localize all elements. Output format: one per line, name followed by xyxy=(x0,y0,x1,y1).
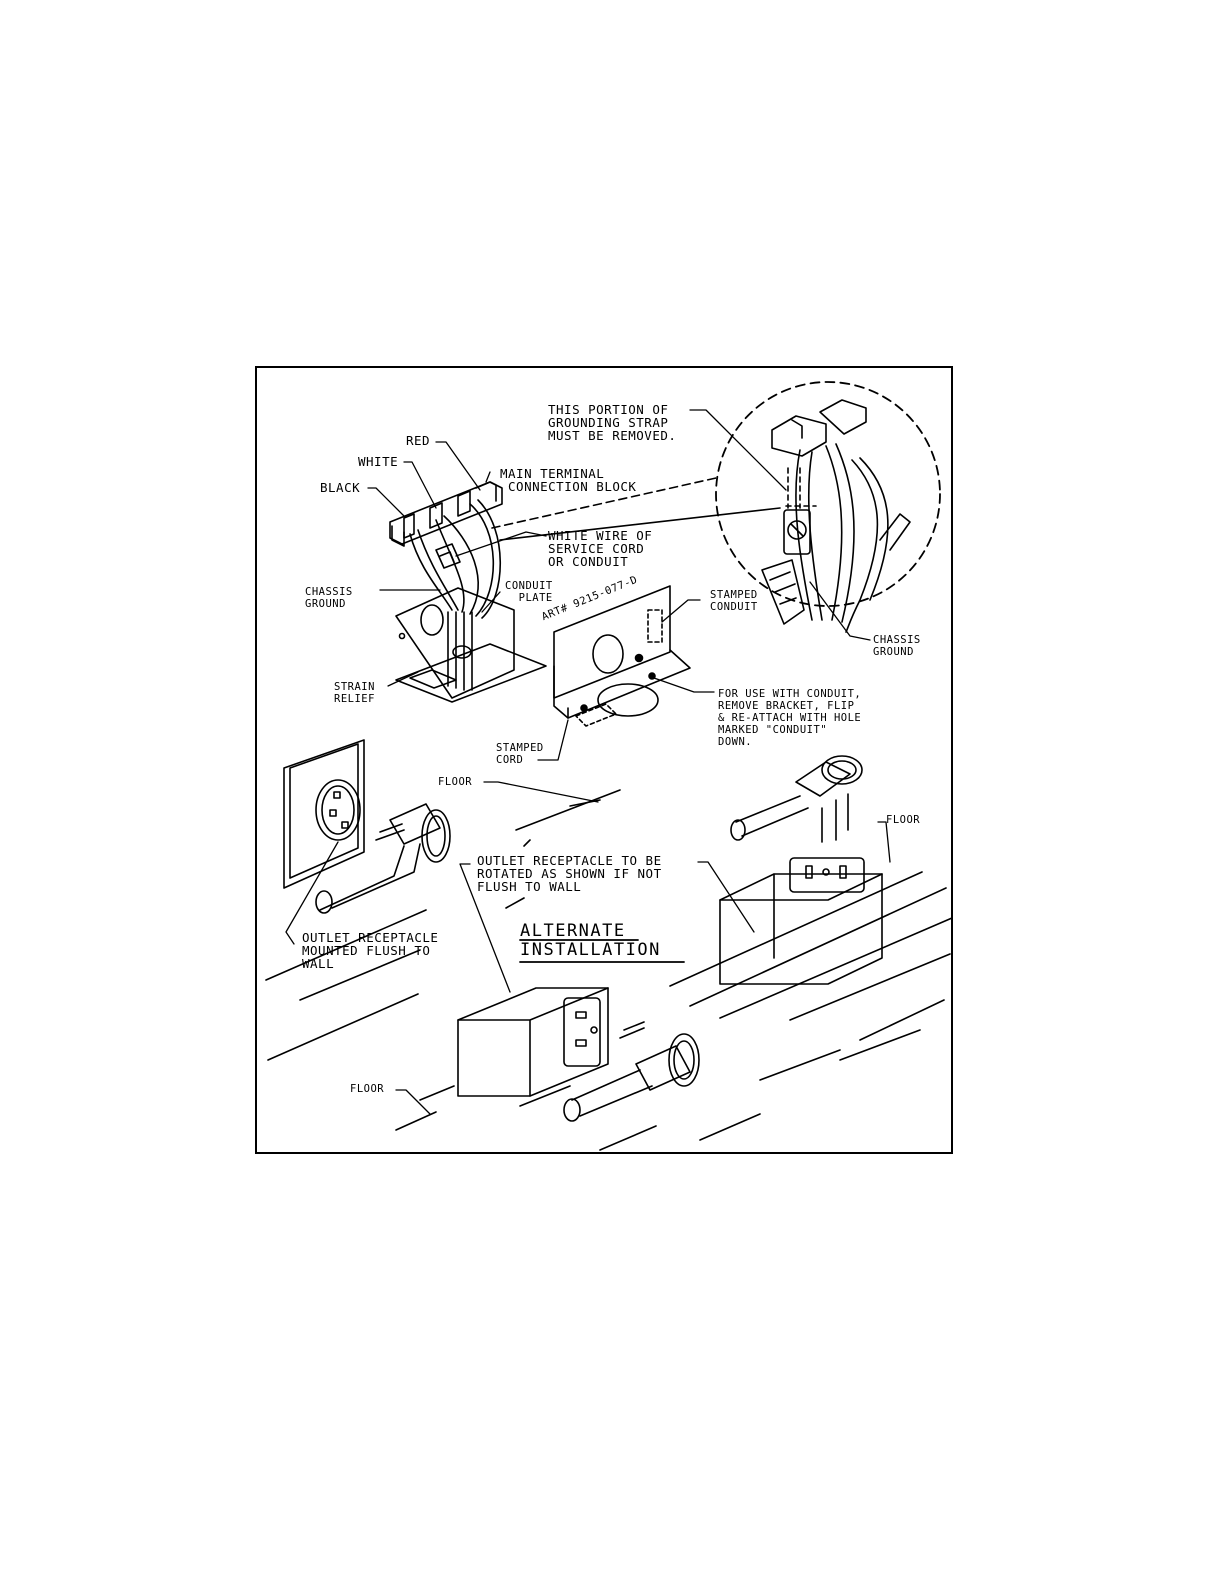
label-chassis-ground-right: CHASSIS GROUND xyxy=(873,634,921,658)
diagram-frame xyxy=(255,366,953,1154)
label-conduit-plate: CONDUIT PLATE xyxy=(505,580,553,604)
label-chassis-ground-left: CHASSIS GROUND xyxy=(305,586,353,610)
label-white: WHITE xyxy=(358,454,399,469)
terminal-block-assembly xyxy=(389,481,547,703)
label-floor-top: FLOOR xyxy=(438,776,473,788)
label-main-terminal: MAIN TERMINAL CONNECTION BLOCK xyxy=(500,466,637,494)
label-stamped-conduit: STAMPED CONDUIT xyxy=(710,589,758,613)
label-floor-right: FLOOR xyxy=(886,814,921,826)
conduit-bracket xyxy=(553,585,691,727)
label-black: BLACK xyxy=(320,480,361,495)
wall-outlet-flush xyxy=(283,739,451,914)
label-strain-relief: STRAIN RELIEF xyxy=(334,681,375,705)
label-grounding-strap: THIS PORTION OF GROUNDING STRAP MUST BE … xyxy=(548,402,677,443)
label-white-wire: WHITE WIRE OF SERVICE CORD OR CONDUIT xyxy=(548,528,653,569)
floor-box-receptacle-right xyxy=(669,755,953,1041)
label-floor-bottom: FLOOR xyxy=(350,1083,385,1095)
label-conduit-note: FOR USE WITH CONDUIT, REMOVE BRACKET, FL… xyxy=(718,688,862,748)
label-stamped-cord: STAMPED CORD xyxy=(496,742,544,766)
label-outlet-flush: OUTLET RECEPTACLE MOUNTED FLUSH TO WALL xyxy=(302,930,439,971)
floor-lines-left xyxy=(265,909,427,1061)
label-red: RED xyxy=(406,433,431,448)
magnified-detail-circle xyxy=(715,381,941,633)
floor-box-receptacle-bottom xyxy=(395,987,921,1151)
label-outlet-rotated: OUTLET RECEPTACLE TO BE ROTATED AS SHOWN… xyxy=(477,853,662,894)
label-alternate-installation: ALTERNATE INSTALLATION xyxy=(520,921,661,960)
leader-lines xyxy=(285,409,891,1115)
